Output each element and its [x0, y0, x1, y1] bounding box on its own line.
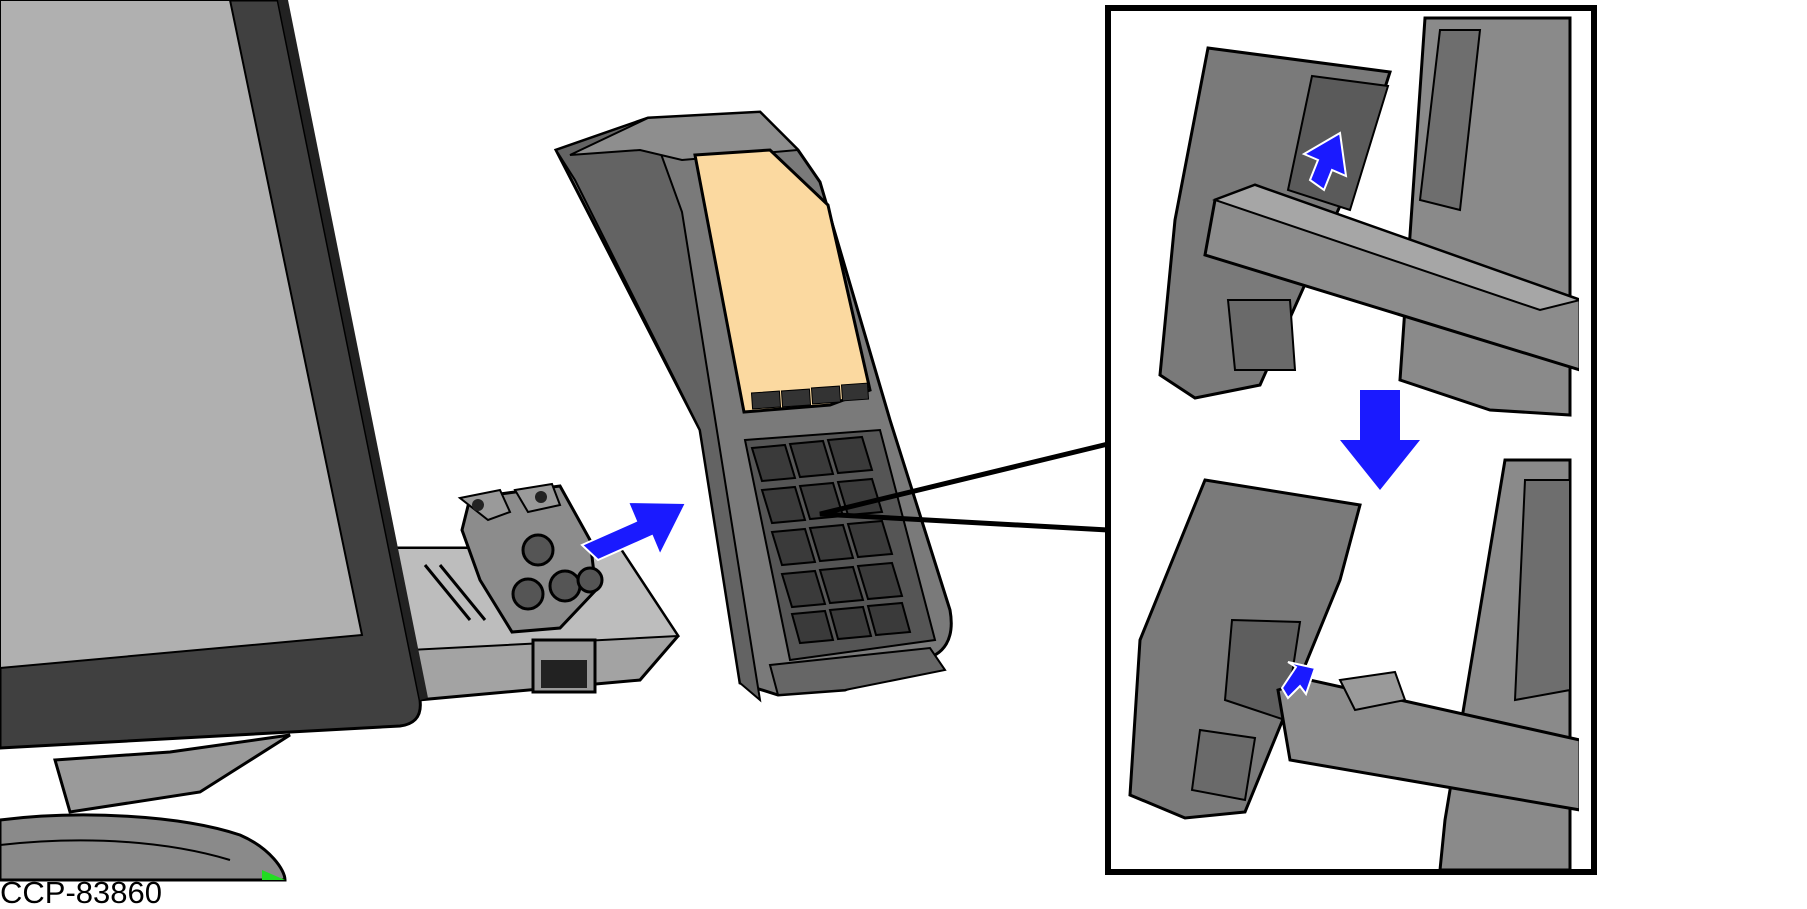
arrow-right-up-icon: [580, 500, 688, 562]
pole-mount-clip: [457, 482, 604, 694]
stand-base: [0, 813, 287, 882]
bracket-slot: [438, 564, 487, 621]
monitor-screen: [0, 0, 364, 670]
callout-lines: [819, 441, 1109, 533]
terminal-monitor: [0, 0, 680, 882]
arrow-right-icon: [1280, 661, 1317, 700]
monitor-edge: [278, 0, 428, 700]
arrow-up-icon: [1301, 131, 1348, 192]
detail-inset: [1105, 5, 1597, 875]
function-keys: [750, 382, 870, 410]
arrow-down-icon: [1340, 390, 1420, 490]
stand-base-rim: [0, 839, 231, 861]
pin-pad-bottom: [768, 646, 947, 697]
stand-neck: [53, 733, 291, 814]
pin-pad-display: [693, 148, 872, 414]
pin-pad-top-cap: [569, 110, 801, 162]
status-led: [262, 870, 285, 880]
figure-id-label: CCP-83860: [0, 875, 162, 909]
bracket-slot: [423, 564, 472, 621]
